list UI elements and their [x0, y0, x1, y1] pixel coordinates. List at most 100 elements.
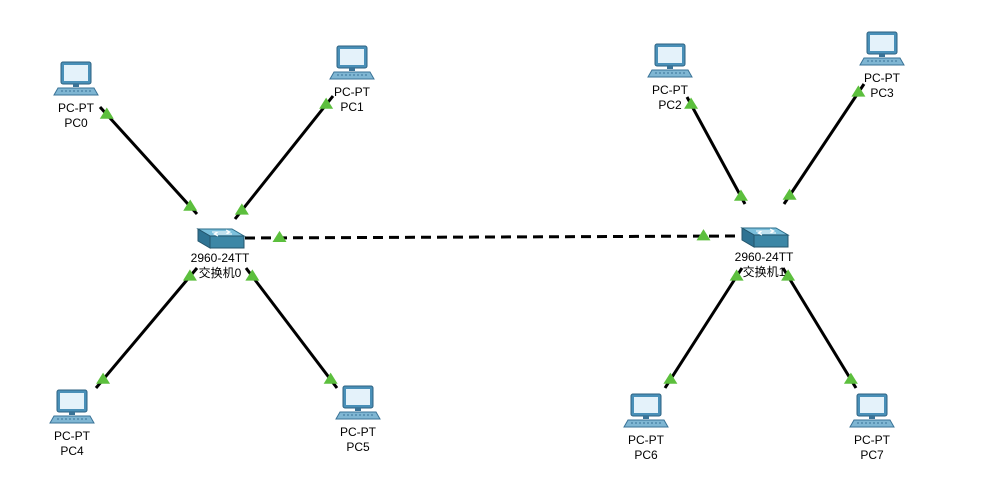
link-light-sw0-side — [234, 203, 249, 215]
pc-icon[interactable] — [53, 61, 99, 96]
link-light-sw0-side — [183, 199, 198, 211]
link-light-pc0-side — [99, 107, 114, 119]
pc-stand-shape — [869, 416, 875, 419]
device-name-label: PC0 — [64, 116, 88, 130]
link-light-pc5-side — [323, 372, 338, 384]
pc-screen-shape — [64, 65, 88, 81]
switch-front-shape — [753, 234, 789, 248]
device-model-label: 2960-24TT — [191, 251, 250, 265]
link-light-sw1-side — [782, 188, 797, 200]
link-light-sw0-side — [272, 230, 287, 243]
pc-icon[interactable] — [623, 393, 669, 428]
link-light-sw1-side — [781, 269, 796, 281]
pc-keyboard-shape — [849, 419, 895, 428]
device-model-label: PC-PT — [340, 425, 377, 439]
pc-icon[interactable] — [49, 389, 95, 424]
pc-keyboard-shape — [329, 71, 375, 80]
pc-screen-shape — [870, 35, 894, 51]
pc-screen-shape — [634, 397, 658, 413]
device-name-label: PC6 — [634, 448, 658, 462]
device-name-label: PC3 — [870, 86, 894, 100]
device-name-label: PC5 — [346, 440, 370, 454]
link-pc2-sw1[interactable] — [685, 96, 747, 205]
pc-stand-shape — [355, 408, 361, 411]
links-layer — [94, 83, 866, 389]
device-model-label: PC-PT — [58, 101, 95, 115]
device-name-label: PC2 — [658, 98, 682, 112]
link-light-pc7-side — [843, 372, 858, 384]
pc-keyboard-shape — [623, 419, 669, 428]
pc-stand-shape — [643, 416, 649, 419]
switch-icon[interactable] — [740, 227, 790, 248]
link-light-sw0-side — [182, 269, 197, 281]
link-pc5-sw0[interactable] — [244, 267, 339, 389]
pc-stand-shape — [69, 412, 75, 415]
pc-screen-shape — [346, 389, 370, 405]
pc-stand-shape — [349, 68, 355, 71]
link-light-pc4-side — [96, 372, 111, 384]
device-model-label: PC-PT — [652, 83, 689, 97]
device-model-label: PC-PT — [54, 429, 91, 443]
pc-screen-shape — [60, 393, 84, 409]
link-light-sw1-side — [696, 229, 711, 241]
pc-icon[interactable] — [849, 393, 895, 428]
link-light-pc1-side — [319, 97, 334, 109]
link-light-pc3-side — [851, 85, 866, 97]
switch-front-shape — [209, 235, 245, 249]
pc-screen-shape — [340, 49, 364, 65]
pc-keyboard-shape — [647, 69, 693, 78]
link-light-sw1-side — [729, 269, 744, 281]
device-model-label: PC-PT — [864, 71, 901, 85]
pc-keyboard-shape — [335, 411, 381, 420]
pc-screen-shape — [658, 47, 682, 63]
pc-icon[interactable] — [647, 43, 693, 78]
switch-icon[interactable] — [196, 228, 246, 249]
pc-screen-shape — [860, 397, 884, 413]
pc-keyboard-shape — [53, 87, 99, 96]
link-light-pc2-side — [684, 97, 699, 109]
link-light-pc6-side — [663, 372, 678, 384]
device-model-label: PC-PT — [628, 433, 665, 447]
link-light-sw0-side — [245, 269, 260, 281]
device-model-label: PC-PT — [334, 85, 371, 99]
link-pc6-sw1[interactable] — [663, 267, 744, 389]
switch-arrows-shape — [756, 228, 776, 236]
link-light-sw1-side — [733, 189, 748, 201]
link-sw0-sw1[interactable] — [244, 234, 739, 240]
pc-icon[interactable] — [329, 45, 375, 80]
device-model-label: 2960-24TT — [735, 250, 794, 264]
device-model-label: PC-PT — [854, 433, 891, 447]
pc-stand-shape — [73, 84, 79, 87]
link-lights-layer — [96, 85, 866, 384]
device-name-label: 交换机1 — [743, 264, 786, 279]
pc-keyboard-shape — [49, 415, 95, 424]
device-name-label: PC4 — [60, 444, 84, 458]
switch-arrows-shape — [212, 229, 232, 237]
link-pc3-sw1[interactable] — [782, 83, 866, 205]
device-name-label: 交换机0 — [199, 265, 242, 280]
device-name-label: PC1 — [340, 100, 364, 114]
pc-stand-shape — [667, 66, 673, 69]
link-pc4-sw0[interactable] — [94, 267, 199, 389]
link-pc7-sw1[interactable] — [781, 267, 858, 389]
link-pc1-sw0[interactable] — [233, 95, 335, 220]
pc-icon[interactable] — [335, 385, 381, 420]
pc-stand-shape — [879, 54, 885, 57]
devices-layer: PC-PTPC0PC-PTPC1PC-PTPC2PC-PTPC3PC-PTPC4… — [49, 31, 905, 462]
device-name-label: PC7 — [860, 448, 884, 462]
pc-icon[interactable] — [859, 31, 905, 66]
pc-keyboard-shape — [859, 57, 905, 66]
link-pc0-sw0[interactable] — [98, 105, 199, 216]
